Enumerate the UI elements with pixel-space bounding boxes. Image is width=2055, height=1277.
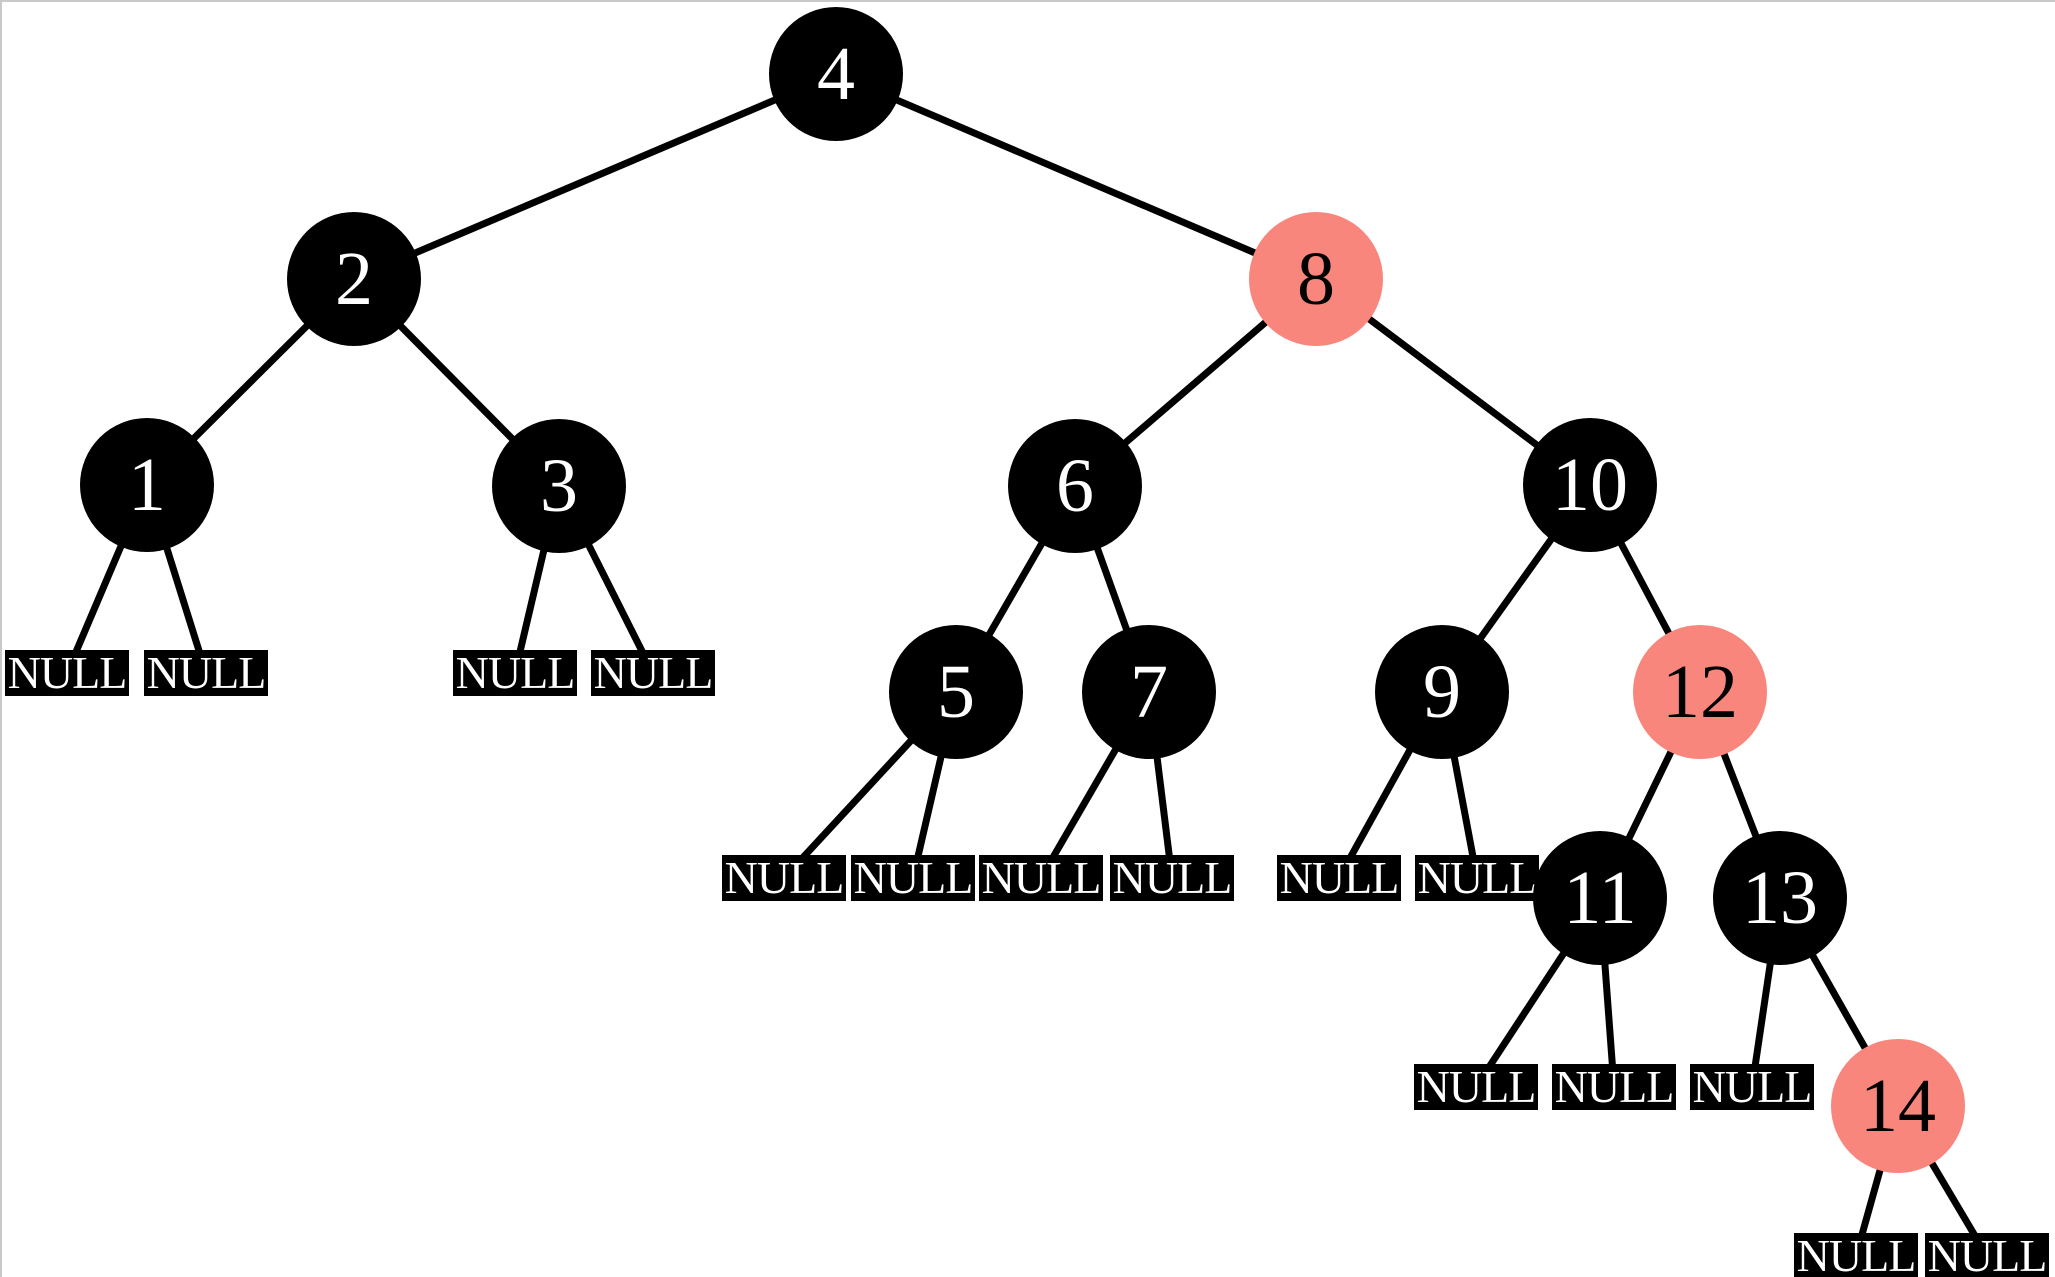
- tree-edge-4-8: [834, 70, 1318, 283]
- tree-node-13-black: 13: [1713, 831, 1847, 965]
- tree-node-10-black: 10: [1523, 418, 1657, 552]
- tree-node-4-black: 4: [769, 7, 903, 141]
- null-leaf-3R: NULL: [591, 650, 715, 696]
- tree-edge-4-2: [352, 70, 838, 283]
- null-leaf-1R: NULL: [144, 650, 268, 696]
- null-leaf-9R: NULL: [1415, 855, 1539, 901]
- null-leaf-5R: NULL: [851, 855, 975, 901]
- null-leaf-11L: NULL: [1414, 1064, 1538, 1110]
- tree-node-6-black: 6: [1008, 419, 1142, 553]
- null-leaf-13L: NULL: [1690, 1064, 1814, 1110]
- null-leaf-7R: NULL: [1110, 855, 1234, 901]
- tree-node-14-red: 14: [1831, 1039, 1965, 1173]
- tree-node-3-black: 3: [492, 419, 626, 553]
- tree-node-7-black: 7: [1082, 625, 1216, 759]
- null-leaf-14L: NULL: [1794, 1233, 1918, 1277]
- null-leaf-3L: NULL: [453, 650, 577, 696]
- tree-node-1-black: 1: [80, 418, 214, 552]
- null-leaf-5L: NULL: [722, 855, 846, 901]
- null-leaf-7L: NULL: [979, 855, 1103, 901]
- null-leaf-11R: NULL: [1552, 1064, 1676, 1110]
- tree-node-5-black: 5: [889, 625, 1023, 759]
- null-leaf-14R: NULL: [1925, 1233, 2049, 1277]
- tree-node-12-red: 12: [1633, 625, 1767, 759]
- tree-node-2-black: 2: [287, 212, 421, 346]
- null-leaf-9L: NULL: [1277, 855, 1401, 901]
- tree-node-9-black: 9: [1375, 625, 1509, 759]
- tree-node-11-black: 11: [1533, 831, 1667, 965]
- null-leaf-1L: NULL: [5, 650, 129, 696]
- tree-node-8-red: 8: [1249, 212, 1383, 346]
